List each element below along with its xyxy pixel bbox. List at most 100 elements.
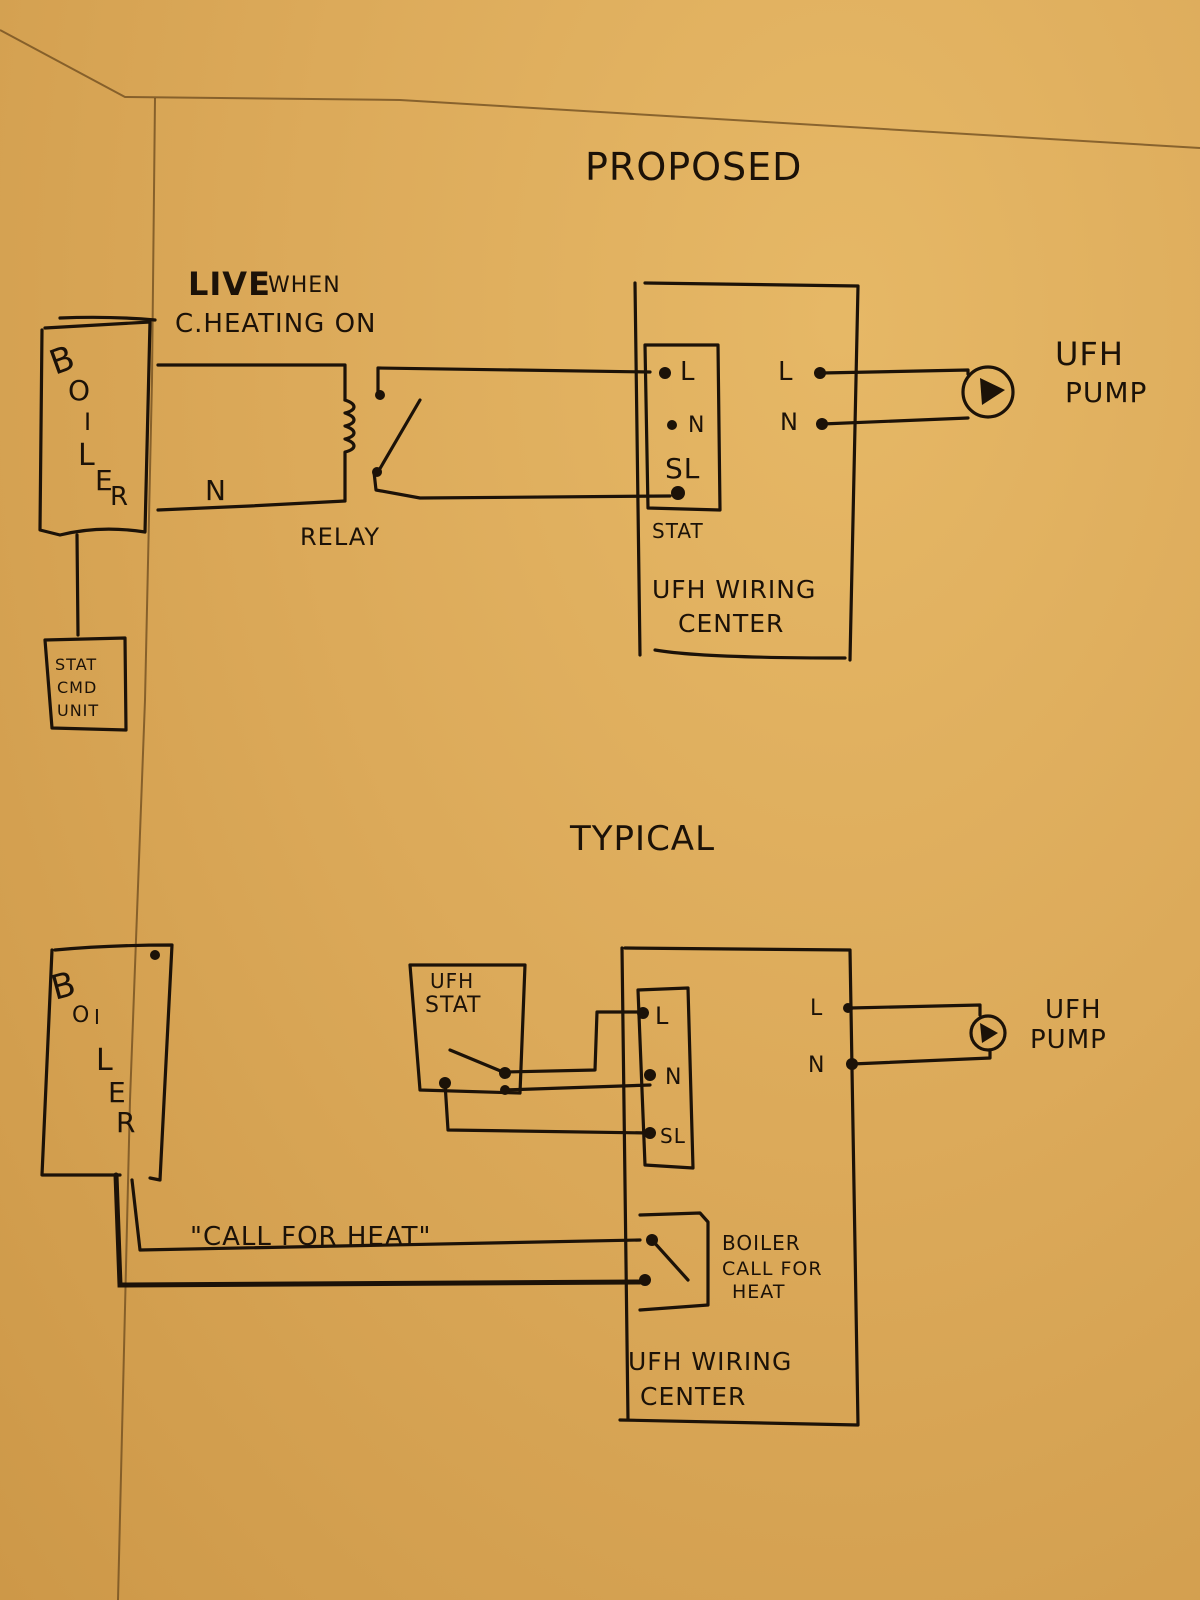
ufh-stat-label: STAT xyxy=(425,993,481,1018)
pump-live-wire xyxy=(820,368,970,376)
proposed-section: PROPOSED B O I L E R LIVE WHEN C.HEATING… xyxy=(38,145,1147,732)
stat-unit-label: UNIT xyxy=(57,701,99,720)
typical-ufh-stat: UFH STAT xyxy=(408,963,527,1095)
boiler-call-switch-arm xyxy=(650,1238,690,1282)
wiring-center-label: UFH WIRING xyxy=(628,1347,792,1376)
pump-label: UFH xyxy=(1055,335,1124,373)
pump-neutral-wire xyxy=(820,416,970,426)
boiler-call-relay-box xyxy=(638,1211,710,1312)
boiler-letter: L xyxy=(78,438,96,473)
call-for-heat-label: "CALL FOR HEAT" xyxy=(190,1222,431,1252)
proposed-title: PROPOSED xyxy=(585,145,802,189)
pump-terminal-l-dot xyxy=(814,367,826,379)
terminal-sl-dot xyxy=(671,486,685,500)
stat-terminal-block xyxy=(643,343,722,512)
neutral-wire-to-relay xyxy=(156,499,347,512)
boiler-letter: I xyxy=(84,408,92,436)
wiring-center-box xyxy=(633,281,860,662)
wiring-center-label: CENTER xyxy=(640,1382,746,1411)
terminal-l-dot xyxy=(637,1007,649,1019)
boiler-box xyxy=(40,943,174,1182)
typical-boiler: B O I L E R xyxy=(40,943,174,1182)
relay-label: RELAY xyxy=(300,523,380,551)
pump-circle xyxy=(969,1014,1007,1052)
pump-terminal-label: L xyxy=(778,357,794,387)
boiler-letter: O xyxy=(68,374,91,407)
pump-icon xyxy=(980,378,1005,405)
relay-contact-top xyxy=(375,390,385,400)
typical-pump: UFH PUMP xyxy=(848,995,1107,1066)
pump-neutral-wire xyxy=(850,1048,992,1066)
boiler-box xyxy=(38,320,152,537)
pump-icon xyxy=(980,1023,998,1043)
boiler-letter: R xyxy=(116,1106,136,1139)
wiring-center-label: UFH WIRING xyxy=(652,575,816,604)
stat-to-sl-wire xyxy=(443,1081,652,1135)
boiler-letter: B xyxy=(47,964,81,1009)
live-label-rest: WHEN xyxy=(268,273,341,298)
relay-contact-wire-bottom xyxy=(372,470,672,500)
pump-terminal-label: L xyxy=(810,996,823,1021)
live-wire-to-relay xyxy=(156,363,347,402)
typical-title: TYPICAL xyxy=(569,819,715,859)
stat-to-n-wire xyxy=(503,1083,652,1092)
boiler-letter: E xyxy=(95,464,114,497)
proposed-boiler: B O I L E R xyxy=(38,315,157,537)
live-label-line2: C.HEATING ON xyxy=(175,309,377,339)
terminal-l-dot xyxy=(659,367,671,379)
pump-label: UFH xyxy=(1045,995,1102,1025)
stat-unit-label: CMD xyxy=(57,678,97,697)
boiler-to-stat-unit-wire xyxy=(75,533,80,637)
proposed-pump: UFH PUMP xyxy=(820,335,1147,426)
pump-label: PUMP xyxy=(1030,1025,1107,1055)
stat-terminal-block xyxy=(636,986,695,1170)
terminal-sl-dot xyxy=(644,1127,656,1139)
proposed-wiring-center: L N SL STAT L N UFH WIRING CENTER xyxy=(633,281,860,662)
live-label-bold: LIVE xyxy=(188,265,271,303)
stat-terminal-label: SL xyxy=(665,452,700,485)
fold-line-top xyxy=(0,29,1200,149)
stat-unit-label: STAT xyxy=(55,655,97,674)
pump-circle xyxy=(961,365,1015,419)
typical-wiring-center: L N SL L N BOILER CALL FOR HEAT UFH WIRI… xyxy=(618,946,860,1427)
boiler-call-label: HEAT xyxy=(732,1281,785,1303)
boiler-call-label: BOILER xyxy=(722,1231,801,1255)
boiler-letter: R xyxy=(110,482,129,512)
pump-live-wire xyxy=(848,1003,982,1017)
relay-switch-arm xyxy=(376,398,422,474)
boiler-letter: L xyxy=(96,1043,114,1078)
boiler-letter: E xyxy=(108,1076,127,1109)
stat-terminal-label: N xyxy=(665,1065,682,1090)
stat-terminal-label: SL xyxy=(660,1124,686,1148)
terminal-n-dot xyxy=(667,420,677,430)
stat-block-label: STAT xyxy=(652,519,704,543)
boiler-letter: I xyxy=(94,1005,101,1029)
boiler-letter: O xyxy=(72,1003,90,1028)
boiler-call-contact xyxy=(639,1274,651,1286)
stat-to-l-wire xyxy=(503,1010,642,1074)
wiring-center-box xyxy=(618,946,860,1427)
terminal-n-dot xyxy=(644,1069,656,1081)
ufh-stat-label: UFH xyxy=(430,969,474,993)
stat-cmd-unit-box xyxy=(43,636,128,732)
relay-switch xyxy=(372,366,672,500)
ufh-stat-box xyxy=(408,963,527,1095)
neutral-label: N xyxy=(205,474,227,507)
pump-label: PUMP xyxy=(1065,376,1147,409)
boiler-terminal xyxy=(150,950,160,960)
ufh-stat-switch-arm xyxy=(448,1048,505,1074)
relay-coil xyxy=(343,398,356,502)
relay-contact-wire-top xyxy=(376,366,652,397)
fold-line-vertical xyxy=(117,97,156,1600)
typical-section: TYPICAL B O I L E R "CALL FOR HEAT" UFH … xyxy=(40,819,1107,1427)
wiring-center-label: CENTER xyxy=(678,609,784,638)
stat-terminal-label: L xyxy=(680,357,696,387)
call-for-heat-wire-1 xyxy=(130,1178,642,1252)
call-for-heat-wire-2 xyxy=(113,1172,643,1288)
pump-terminal-l-dot xyxy=(843,1003,853,1013)
stat-terminal-label: N xyxy=(688,413,705,438)
boiler-call-label: CALL FOR xyxy=(722,1258,823,1280)
boiler-top-wire xyxy=(58,315,157,322)
